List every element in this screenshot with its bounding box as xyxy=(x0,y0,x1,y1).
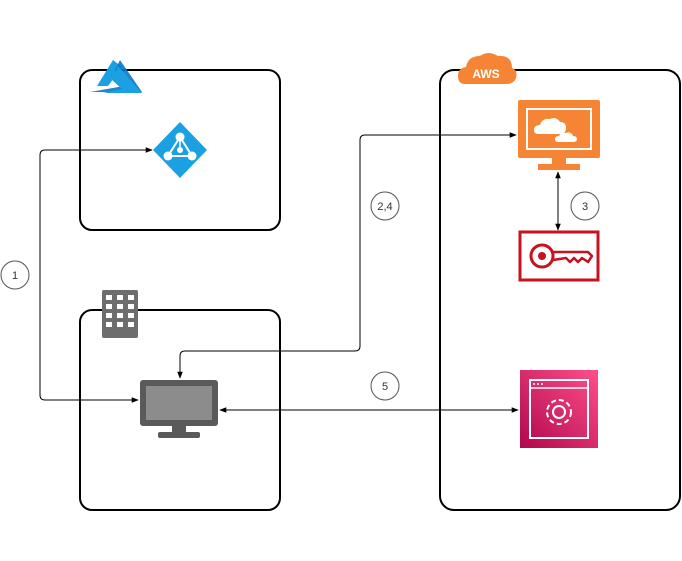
step-label-5: 5 xyxy=(382,381,388,393)
step-label-1: 1 xyxy=(12,270,18,282)
step-badge-3: 3 xyxy=(570,191,600,221)
aws-management-console-icon xyxy=(520,370,598,448)
step-label-3: 3 xyxy=(582,201,588,213)
connector-step-1 xyxy=(39,147,153,403)
azure-active-directory-icon xyxy=(153,122,207,178)
step-badge-5: 5 xyxy=(370,371,400,401)
client-computer-icon xyxy=(140,380,218,438)
azure-logo-icon xyxy=(90,60,142,93)
step-badge-1: 1 xyxy=(0,260,30,290)
step-label-2-4: 2,4 xyxy=(377,201,392,213)
corporate-datacenter-icon xyxy=(102,290,138,338)
aws-key-icon xyxy=(518,230,600,282)
aws-label: AWS xyxy=(472,67,499,81)
step-badge-2-4: 2,4 xyxy=(370,191,400,221)
aws-cloud-icon: AWS xyxy=(458,53,517,84)
amazon-workspaces-icon xyxy=(518,100,600,170)
connector-step-2-4 xyxy=(177,132,517,379)
